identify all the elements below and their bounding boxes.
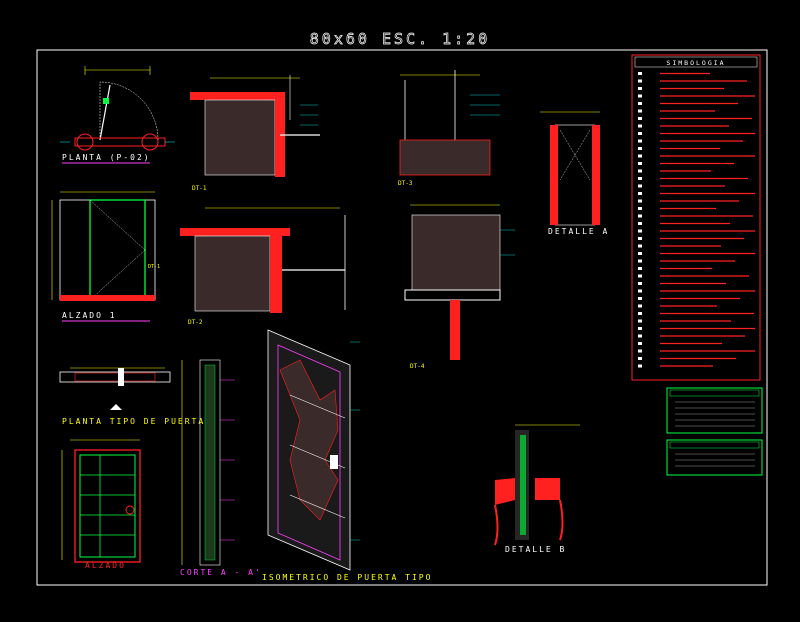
dt2-view: DT-2 — [180, 207, 346, 326]
legend-symbol — [638, 207, 642, 210]
notes-panel-1 — [666, 387, 763, 434]
sheet-frame — [36, 49, 768, 586]
legend-symbol — [638, 87, 642, 90]
dt1-caption: DT-1 — [192, 185, 207, 192]
legend-symbol — [638, 102, 642, 105]
planta-puerta-view: PLANTA TIPO DE PUERTA — [59, 367, 205, 426]
legend-symbol — [638, 319, 642, 323]
legend-symbol — [638, 154, 642, 158]
legend-symbol — [638, 177, 642, 180]
detalle-b-view: DETALLE B — [494, 424, 580, 554]
legend-symbol — [638, 364, 642, 368]
legend-title: SIMBOLOGIA — [666, 59, 725, 67]
legend-symbol — [638, 244, 642, 248]
legend-symbol — [638, 139, 642, 143]
legend-symbol — [638, 334, 642, 338]
legend-symbol — [638, 342, 642, 345]
legend-symbol — [638, 274, 642, 278]
legend-symbol — [638, 169, 642, 173]
legend-symbol — [638, 214, 642, 218]
legend-symbol — [638, 327, 642, 330]
alzado1-caption: ALZADO 1 — [62, 311, 117, 320]
detalle-b-caption: DETALLE B — [505, 545, 566, 554]
legend-symbol — [638, 184, 642, 188]
legend-symbol — [638, 162, 642, 165]
legend-symbol — [638, 252, 642, 255]
alzado1-view: DT-1 ALZADO 1 — [51, 191, 160, 322]
corte-view: CORTE A - A' — [180, 359, 262, 577]
legend-symbol — [638, 304, 642, 308]
sheet-title: 80x60 ESC. 1:20 — [310, 30, 490, 48]
legend-symbol — [638, 117, 642, 120]
legend-symbol — [638, 94, 642, 98]
detalle-a-caption: DETALLE A — [548, 227, 609, 236]
legend-symbol — [638, 79, 642, 83]
svg-text:DT-1: DT-1 — [148, 264, 160, 270]
legend-symbol — [638, 312, 642, 315]
legend-symbol — [638, 237, 642, 240]
legend-symbol — [638, 289, 642, 293]
notes-panel-2 — [666, 439, 763, 476]
legend-symbol — [638, 282, 642, 285]
legend-symbol — [638, 72, 642, 75]
dt2-caption: DT-2 — [188, 319, 203, 326]
legend-symbol — [638, 349, 642, 353]
legend-symbol — [638, 229, 642, 233]
legend-symbol — [638, 267, 642, 270]
alzado-caption: ALZADO — [85, 561, 126, 570]
legend-symbol — [638, 259, 642, 263]
corte-caption: CORTE A - A' — [180, 568, 262, 577]
planta-view: PLANTA (P-02) — [60, 66, 175, 164]
legend-symbol — [638, 147, 642, 150]
legend-symbol — [638, 192, 642, 195]
dt1-view: DT-1 — [190, 75, 320, 192]
isometrico-caption: ISOMETRICO DE PUERTA TIPO — [262, 573, 432, 582]
dt3-caption: DT-3 — [398, 180, 413, 187]
legend-symbol — [638, 199, 642, 203]
legend-symbol — [638, 222, 642, 225]
detalle-a-view: DETALLE A — [540, 111, 609, 236]
dt4-view: DT-4 — [404, 204, 515, 370]
planta-puerta-caption: PLANTA TIPO DE PUERTA — [62, 417, 205, 426]
dt3-view: DT-3 — [398, 70, 500, 187]
legend-symbol — [638, 124, 642, 128]
legend-rows — [638, 72, 755, 368]
alzado-view: ALZADO — [61, 439, 141, 570]
legend-symbol — [638, 109, 642, 113]
legend-symbol — [638, 297, 642, 300]
legend-panel: SIMBOLOGIA — [631, 54, 761, 381]
dt4-caption: DT-4 — [410, 363, 425, 370]
planta-caption: PLANTA (P-02) — [62, 153, 151, 162]
legend-symbol — [638, 357, 642, 360]
isometrico-view: ISOMETRICO DE PUERTA TIPO — [262, 329, 432, 582]
legend-symbol — [638, 132, 642, 135]
